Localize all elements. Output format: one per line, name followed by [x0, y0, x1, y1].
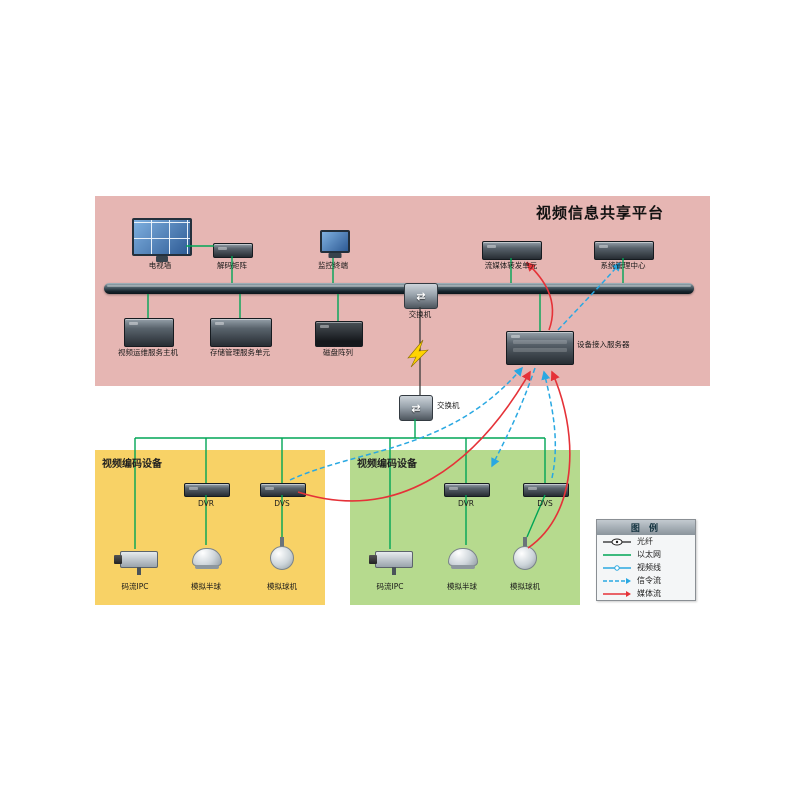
video-ops-host-icon	[124, 318, 174, 347]
dvr-right-label: DVR	[458, 499, 474, 508]
legend-label-video: 视频线	[637, 563, 661, 572]
fiber-line-symbol	[603, 538, 631, 545]
legend-label-media: 媒体流	[637, 589, 661, 598]
video-ops-host-label: 视频运维服务主机	[118, 348, 178, 357]
storage-mgmt-unit-icon	[210, 318, 272, 347]
video-line-symbol	[603, 564, 631, 571]
stream-forward-unit-label: 流媒体转发单元	[484, 261, 538, 270]
dome-camera-right-label: 模拟半球	[447, 582, 477, 591]
dvr-right-icon	[444, 483, 490, 497]
legend-title: 图 例	[597, 520, 695, 535]
legend-label-fiber: 光纤	[637, 537, 653, 546]
monitor-terminal-label: 监控终端	[318, 261, 348, 270]
ipc-camera-right-icon	[369, 551, 413, 575]
ptz-camera-right-icon	[511, 537, 539, 577]
system-mgmt-center-label: 系统管理中心	[600, 261, 646, 270]
disk-array-icon	[315, 321, 363, 347]
legend-item-ethernet: 以太网	[597, 548, 695, 561]
ptz-camera-right-label: 模拟球机	[510, 582, 540, 591]
system-mgmt-center-icon	[594, 241, 654, 260]
ethernet-line-symbol	[603, 553, 631, 556]
legend: 图 例 光纤 以太网 视频线	[596, 519, 696, 601]
legend-item-video: 视频线	[597, 561, 695, 574]
device-access-server-label: 设备接入服务器	[577, 340, 630, 349]
decoder-matrix-icon	[213, 243, 253, 258]
switch-bottom-label: 交换机	[437, 401, 460, 410]
ipc-camera-left-icon	[114, 551, 158, 575]
legend-label-signal: 信令流	[637, 576, 661, 585]
signal-flow-symbol	[603, 577, 631, 584]
legend-item-signal: 信令流	[597, 574, 695, 587]
ptz-camera-left-label: 模拟球机	[267, 582, 297, 591]
dvr-left-icon	[184, 483, 230, 497]
disk-array-label: 磁盘阵列	[323, 348, 353, 357]
tv-wall-icon	[132, 218, 192, 256]
legend-item-media: 媒体流	[597, 587, 695, 600]
decoder-matrix-label: 解码矩阵	[217, 261, 247, 270]
storage-mgmt-unit-label: 存储管理服务单元	[210, 348, 270, 357]
media-flow-symbol	[603, 590, 631, 597]
ptz-camera-left-icon	[268, 537, 296, 577]
dvs-right-icon	[523, 483, 569, 497]
switch-top-icon	[404, 283, 438, 309]
encoder-region-left	[95, 450, 325, 605]
ipc-camera-right-label: 码流IPC	[376, 582, 404, 591]
fiber-backbone-bus	[104, 283, 694, 294]
right-box-title: 视频编码设备	[357, 459, 417, 470]
tv-wall-label: 电视墙	[148, 261, 172, 270]
device-access-server-icon	[506, 331, 574, 365]
stream-forward-unit-icon	[482, 241, 542, 260]
dvs-left-icon	[260, 483, 306, 497]
legend-label-ethernet: 以太网	[637, 550, 661, 559]
left-box-title: 视频编码设备	[102, 459, 162, 470]
switch-top-label: 交换机	[408, 310, 432, 319]
switch-bottom-icon	[399, 395, 433, 421]
dvs-left-label: DVS	[274, 499, 290, 508]
dome-camera-left-label: 模拟半球	[191, 582, 221, 591]
dvs-right-label: DVS	[537, 499, 553, 508]
legend-item-fiber: 光纤	[597, 535, 695, 548]
monitor-terminal-icon	[320, 230, 350, 253]
diagram-title: 视频信息共享平台	[536, 204, 665, 222]
ipc-camera-left-label: 码流IPC	[121, 582, 149, 591]
dvr-left-label: DVR	[198, 499, 214, 508]
